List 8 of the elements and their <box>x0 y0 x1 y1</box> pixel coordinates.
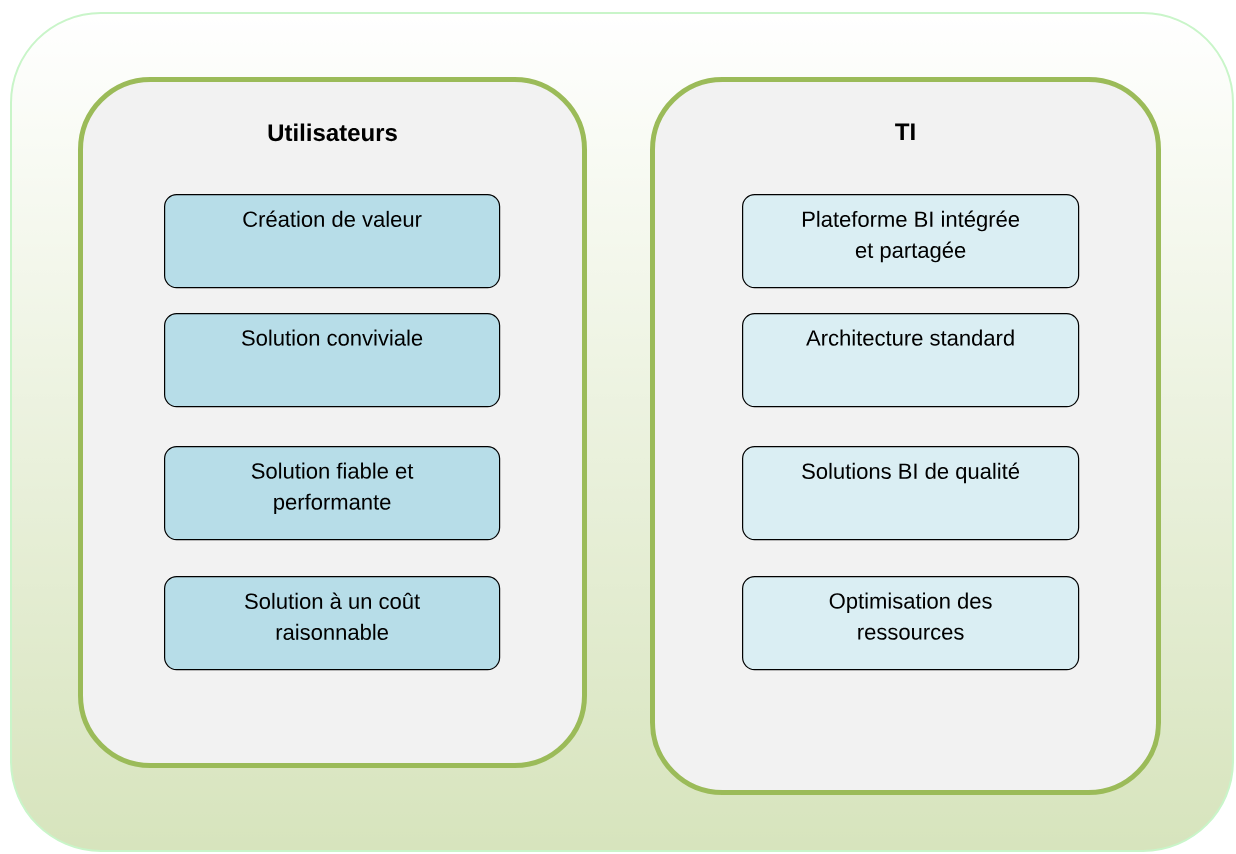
item-box: Solution conviviale <box>164 313 501 408</box>
item-box: Solutions BI de qualité <box>742 446 1080 541</box>
item-box: Architecture standard <box>742 313 1080 408</box>
item-box: Optimisation des ressources <box>742 576 1080 671</box>
item-box: Plateforme BI intégrée et partagée <box>742 194 1080 289</box>
item-box: Solution à un coût raisonnable <box>164 576 501 671</box>
item-box: Création de valeur <box>164 194 501 289</box>
item-box: Solution fiable et performante <box>164 446 501 541</box>
